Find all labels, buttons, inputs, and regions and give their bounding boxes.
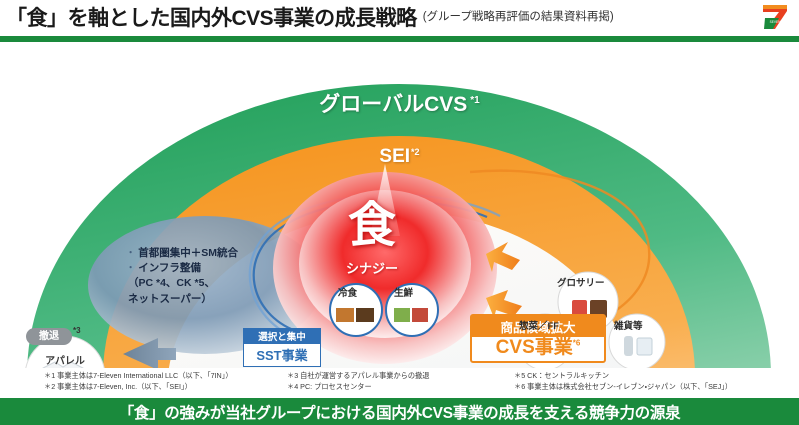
circle-label-deli-ff: 惣菜／FF — [519, 321, 560, 332]
cvs-business-box[interactable]: 商品領域拡大 CVS事業*6 — [470, 314, 606, 363]
status-badge-withdraw: 撤退 — [26, 328, 72, 345]
footnote-item: ＊4 PC: プロセスセンター — [287, 381, 372, 391]
circle-label-fresh: 生鮮 — [394, 288, 414, 299]
footnote-item: ＊2 事業主体は7-Eleven, Inc.（以下、「SEI」） — [44, 381, 192, 391]
inner-dome-label: SEI*2 — [379, 146, 420, 167]
bullet-text-cont-1: （PC *4、CK *5、 — [128, 277, 215, 290]
bottom-banner: 「食」の強みが当社グループにおける国内外CVS事業の成長を支える競争力の源泉 — [0, 398, 799, 425]
footnote-item: ＊1 事業主体は7-Eleven International LLC（以下、「7… — [44, 371, 233, 380]
sst-box-head: 選択と集中 — [243, 328, 321, 344]
cvs-box-head: 商品領域拡大 — [472, 316, 604, 337]
bullet-text: インフラ整備 — [138, 262, 201, 275]
bullet-text: 首都圏集中＋SM統合 — [138, 247, 238, 259]
circle-label-grocery: グロサリー — [557, 278, 605, 289]
bullet-dot-icon: ･ — [128, 262, 134, 275]
diagram-stage: グローバルCVS*1 SEI*2 食 シナジー ･ 首都圏集中＋SM統合 ･ イ… — [0, 46, 799, 368]
list-item: ･ インフラ整備 — [128, 261, 278, 276]
circle-label-frozen: 冷食 — [338, 288, 358, 299]
footnote-column-3: ＊5 CK：セントラルキッチン ＊6 事業主体は株式会社セブン‐イレブン・ジャパ… — [514, 371, 732, 393]
bullet-text-cont-2: ネットスーパー） — [128, 292, 212, 305]
header-rule-inner — [0, 42, 799, 44]
withdraw-footnote-ref: *3 — [73, 326, 81, 335]
footnote-item: ＊5 CK：セントラルキッチン — [514, 371, 610, 380]
footnotes: ＊1 事業主体は7-Eleven International LLC（以下、「7… — [0, 370, 799, 396]
outer-dome-label: グローバルCVS*1 — [319, 93, 480, 116]
header-rule — [0, 36, 799, 42]
footnote-column-2: ＊3 自社が運営するアパレル事業からの撤退 ＊4 PC: プロセスセンター — [287, 371, 429, 393]
page-title: 「食」を軸とした国内外CVS事業の成長戦略 — [6, 7, 417, 30]
core-label-shoku: 食 — [347, 199, 396, 252]
sst-box-body: SST事業 — [243, 344, 321, 367]
sst-business-box[interactable]: 選択と集中 SST事業 — [243, 328, 321, 367]
footnote-item: ＊3 自社が運営するアパレル事業からの撤退 — [287, 371, 430, 380]
slide-header: 「食」を軸とした国内外CVS事業の成長戦略 (グループ戦略再評価の結果資料再掲) — [0, 0, 799, 34]
bullet-dot-icon: ･ — [128, 247, 134, 259]
cvs-box-body: CVS事業*6 — [495, 337, 581, 358]
footnote-item: ＊6 事業主体は株式会社セブン‐イレブン・ジャパン（以下、「SEJ」） — [514, 381, 733, 391]
page-subtitle: (グループ戦略再評価の結果資料再掲) — [422, 11, 614, 23]
core-label-synergy: シナジー — [345, 261, 398, 276]
svg-text:SEVEN: SEVEN — [770, 20, 782, 24]
outer-dome-footnote-ref: *1 — [470, 95, 480, 106]
circle-label-sundries: 雑貨等 — [614, 321, 643, 332]
cvs-footnote-ref: *6 — [572, 338, 581, 348]
inner-dome-footnote-ref: *2 — [411, 146, 420, 157]
footnote-column-1: ＊1 事業主体は7-Eleven International LLC（以下、「7… — [44, 371, 233, 393]
sst-bullet-list: ･ 首都圏集中＋SM統合 ･ インフラ整備 （PC *4、CK *5、 ネットス… — [128, 246, 278, 307]
apparel-circle-label: アパレル — [45, 356, 85, 367]
seven-eleven-logo: SEVEN — [763, 5, 787, 29]
list-item: ･ 首都圏集中＋SM統合 — [128, 246, 278, 261]
